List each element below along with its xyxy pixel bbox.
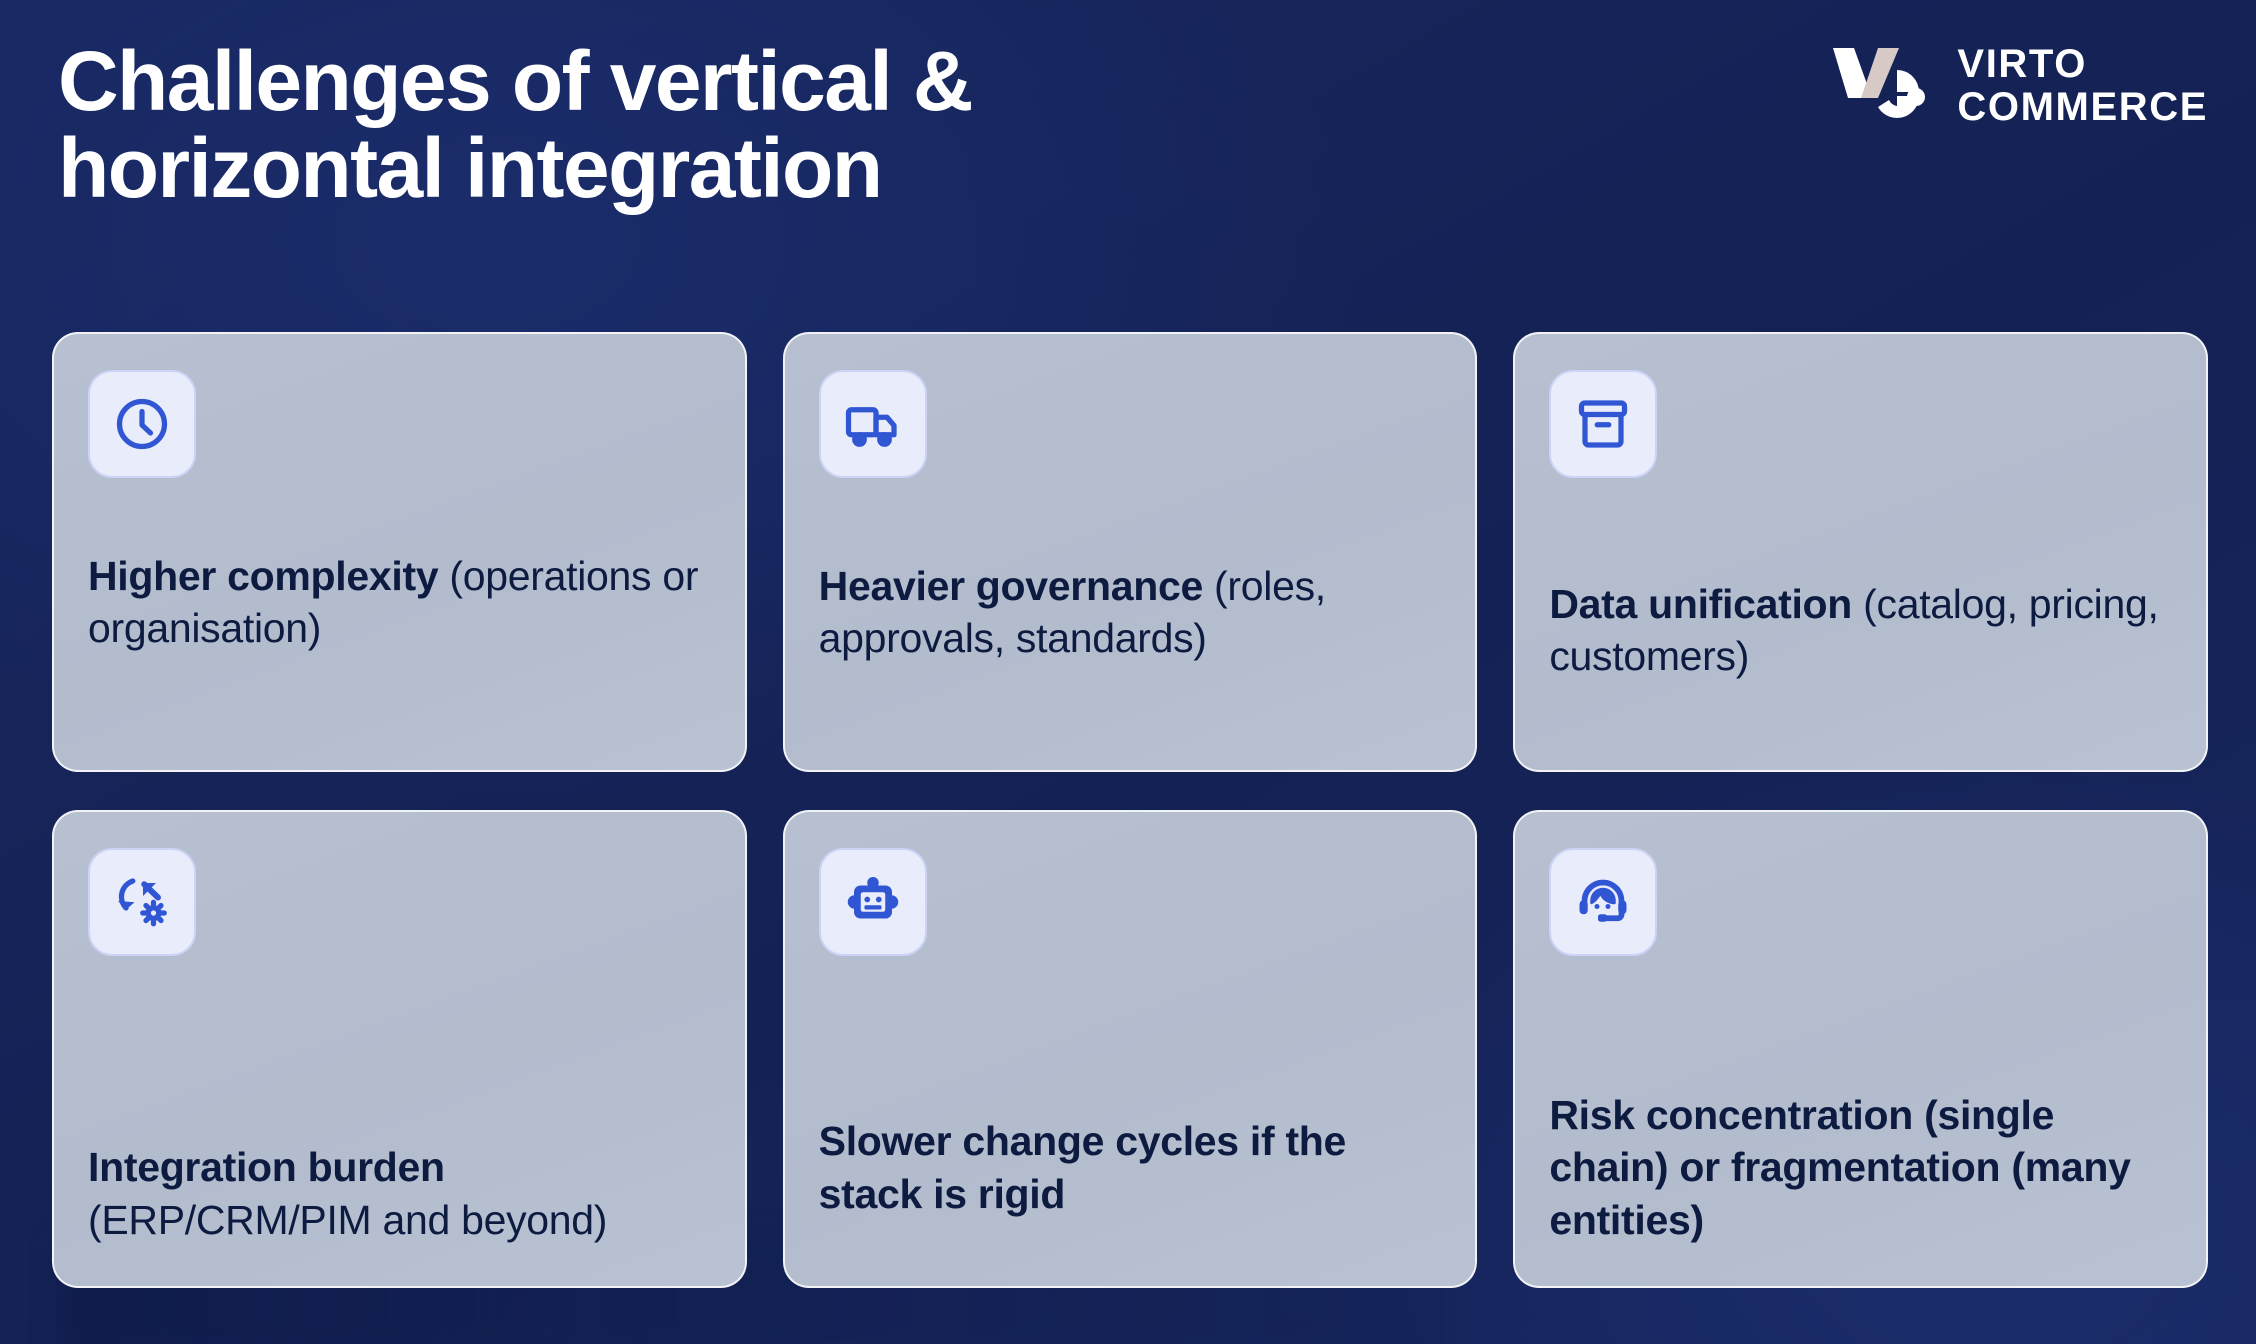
card-headline: Heavier governance <box>818 563 1204 609</box>
card-headline: Data unification <box>1549 581 1853 627</box>
support-headset-icon-tile <box>1549 848 1658 956</box>
page-title: Challenges of vertical & horizontal inte… <box>58 34 974 216</box>
card-headline: Integration burden <box>88 1144 445 1191</box>
card-risk-concentration[interactable]: Risk concentration (single chain) or fra… <box>1513 810 2208 1288</box>
support-headset-icon <box>1579 879 1627 922</box>
robot-icon <box>847 877 898 919</box>
card-slower-change-cycles[interactable]: Slower change cycles if the stack is rig… <box>782 810 1478 1288</box>
card-text: Slower change cycles if the stack is rig… <box>819 1115 1442 1252</box>
virto-commerce-logo: VIRTO COMMERCE <box>1831 40 2208 132</box>
archive-box-icon-tile <box>1549 370 1658 478</box>
card-detail: (ERP/CRM/PIM and beyond) <box>88 1196 608 1243</box>
card-text: Risk concentration (single chain) or fra… <box>1549 1089 2172 1252</box>
card-headline: Higher complexity <box>88 553 439 599</box>
card-text: Heavier governance (roles, approvals, st… <box>819 560 1442 665</box>
card-headline: Risk concentration (single chain) or fra… <box>1549 1091 2131 1243</box>
card-headline: Slower change cycles if the stack is rig… <box>818 1118 1347 1217</box>
card-heavier-governance[interactable]: Heavier governance (roles, approvals, st… <box>782 332 1478 772</box>
card-higher-complexity[interactable]: Higher complexity (operations or organis… <box>52 332 747 772</box>
virto-logo-mark-icon <box>1833 48 1926 118</box>
sync-gear-icon <box>118 878 167 927</box>
card-detail: (catalog, pricing, customers) <box>1549 581 2159 680</box>
clock-icon <box>116 398 168 450</box>
card-detail: (roles, approvals, standards) <box>818 563 1327 662</box>
clock-icon-tile <box>88 370 196 478</box>
card-data-unification[interactable]: Data unification (catalog, pricing, cust… <box>1513 332 2208 772</box>
truck-icon <box>845 407 897 447</box>
card-text: Data unification (catalog, pricing, cust… <box>1549 578 2172 683</box>
card-text: Integration burden (ERP/CRM/PIM and beyo… <box>88 1141 711 1252</box>
truck-icon-tile <box>818 370 927 478</box>
card-detail: (operations or organisation) <box>88 553 699 652</box>
archive-box-icon <box>1579 400 1628 448</box>
card-integration-burden[interactable]: Integration burden (ERP/CRM/PIM and beyo… <box>52 810 747 1288</box>
sync-gear-icon-tile <box>88 848 196 956</box>
logo-wordmark: VIRTO COMMERCE <box>1957 41 2208 129</box>
robot-icon-tile <box>818 848 927 956</box>
challenge-card-grid: Higher complexity (operations or organis… <box>52 332 2208 1288</box>
card-text: Higher complexity (operations or organis… <box>88 550 711 655</box>
